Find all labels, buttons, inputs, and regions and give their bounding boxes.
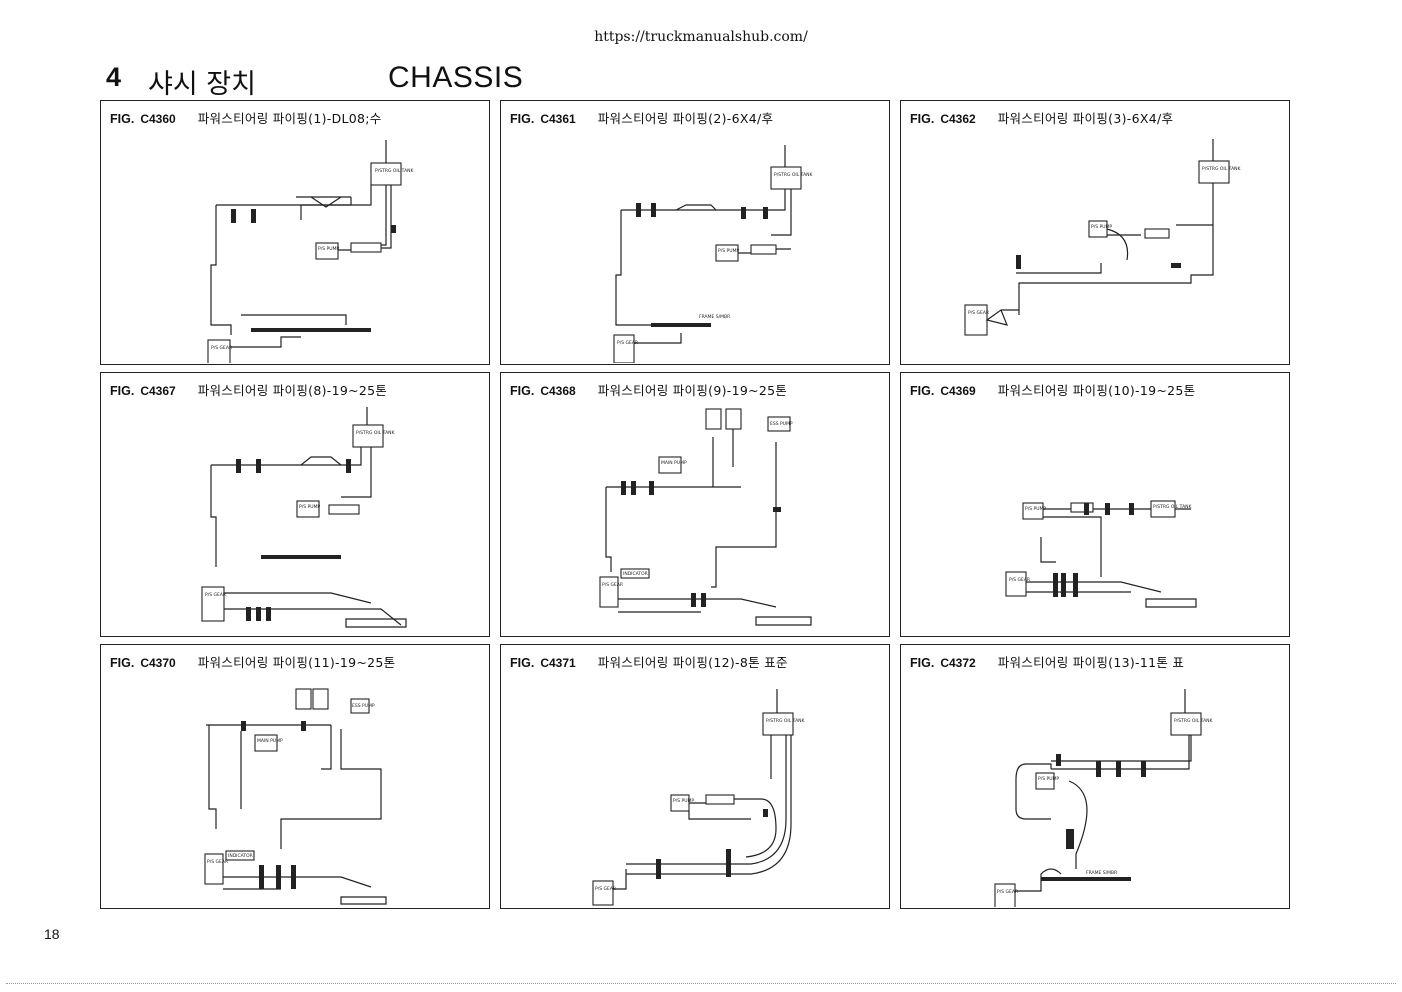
- figure-caption: FIG. C4368 파워스티어링 파이핑(9)-19~25톤: [510, 380, 883, 398]
- piping-diagram: P/STRG OIL TANK P/S PUMP FRAME S/MBR P/S…: [613, 145, 814, 363]
- piping-diagram: P/S PUMP P/STRG OIL TANK P/S GEAR: [1005, 500, 1197, 608]
- gear-label: P/S GEAR: [602, 582, 623, 588]
- figure-label: FIG.: [110, 384, 135, 398]
- oil-tank-label: P/STRG OIL TANK: [1202, 166, 1242, 172]
- oil-tank-label: P/STRG OIL TANK: [375, 168, 415, 174]
- piping-diagram: P/STRG OIL TANK P/S PUMP FRAME S/MBR P/S…: [994, 689, 1214, 907]
- figure-code: C4371: [540, 656, 576, 670]
- figure-panel-c4371: FIG. C4371 파워스티어링 파이핑(12)-8톤 표준 P/STRG OIL…: [500, 644, 890, 909]
- piping-diagram: P/STRG OIL TANK P/S PUMP P/S GEAR: [964, 139, 1242, 336]
- figure-label: FIG.: [510, 112, 535, 126]
- pump-label: P/S PUMP: [1025, 506, 1046, 512]
- piping-diagram: P/STRG OIL TANK P/S PUMP P/S GEAR: [207, 140, 415, 363]
- oil-tank-label: P/STRG OIL TANK: [356, 430, 396, 436]
- gear-label: P/S GEAR: [1009, 577, 1030, 583]
- figure-caption: FIG. C4371 파워스티어링 파이핑(12)-8톤 표준: [510, 652, 883, 670]
- page-number: 18: [44, 926, 60, 942]
- figure-code: C4367: [140, 384, 176, 398]
- main-pump-label: MAIN PUMP: [257, 738, 283, 744]
- figure-code: C4368: [540, 384, 576, 398]
- piping-diagram: ESS PUMP MAIN PUMP P/S GEAR INDICATOR: [599, 408, 812, 626]
- figure-label: FIG.: [910, 112, 935, 126]
- indicator-label: INDICATOR: [623, 571, 648, 577]
- figure-label: FIG.: [110, 112, 135, 126]
- figure-title: 파워스티어링 파이핑(8)-19~25톤: [197, 383, 388, 398]
- gear-label: P/S GEAR: [617, 340, 638, 346]
- ess-pump-label: ESS PUMP: [770, 421, 793, 427]
- gear-label: P/S GEAR: [968, 310, 989, 316]
- figure-caption: FIG. C4362 파워스티어링 파이핑(3)-6X4/후: [910, 108, 1283, 126]
- figure-label: FIG.: [510, 384, 535, 398]
- frame-label: FRAME S/MBR: [699, 314, 730, 320]
- figure-code: C4361: [540, 112, 576, 126]
- figure-title: 파워스티어링 파이핑(9)-19~25톤: [597, 383, 788, 398]
- figure-label: FIG.: [110, 656, 135, 670]
- figure-panel-c4369: FIG. C4369 파워스티어링 파이핑(10)-19~25톤 P/S PUMP …: [900, 372, 1290, 637]
- figure-caption: FIG. C4372 파워스티어링 파이핑(13)-11톤 표: [910, 652, 1283, 670]
- section-title-ko: 샤시 장치: [148, 69, 256, 100]
- figure-title: 파워스티어링 파이핑(10)-19~25톤: [997, 383, 1196, 398]
- pump-label: P/S PUMP: [299, 504, 320, 510]
- figure-label: FIG.: [910, 656, 935, 670]
- indicator-label: INDICATOR: [228, 853, 253, 859]
- figure-panel-c4367: FIG. C4367 파워스티어링 파이핑(8)-19~25톤 P/STRG OIL…: [100, 372, 490, 637]
- figure-caption: FIG. C4367 파워스티어링 파이핑(8)-19~25톤: [110, 380, 483, 398]
- piping-diagram: P/STRG OIL TANK P/S PUMP P/S GEAR: [592, 689, 806, 906]
- figure-caption: FIG. C4370 파워스티어링 파이핑(11)-19~25톤: [110, 652, 483, 670]
- figure-code: C4362: [940, 112, 976, 126]
- pump-label: P/S PUMP: [673, 798, 694, 804]
- main-pump-label: MAIN PUMP: [661, 460, 687, 466]
- gear-label: P/S GEAR: [997, 889, 1018, 895]
- gear-label: P/S GEAR: [207, 859, 228, 865]
- figure-caption: FIG. C4369 파워스티어링 파이핑(10)-19~25톤: [910, 380, 1283, 398]
- ess-pump-label: ESS PUMP: [352, 703, 375, 709]
- oil-tank-label: P/STRG OIL TANK: [774, 172, 814, 178]
- oil-tank-label: P/STRG OIL TANK: [1174, 718, 1214, 724]
- figure-panel-c4360: FIG. C4360 파워스티어링 파이핑(1)-DL08;수 P/STRG OIL…: [100, 100, 490, 365]
- figure-title: 파워스티어링 파이핑(13)-11톤 표: [997, 655, 1185, 670]
- pump-label: P/S PUMP: [718, 248, 739, 254]
- figure-code: C4372: [940, 656, 976, 670]
- figure-caption: FIG. C4361 파워스티어링 파이핑(2)-6X4/후: [510, 108, 883, 126]
- figure-panel-c4372: FIG. C4372 파워스티어링 파이핑(13)-11톤 표 P/STRG OIL…: [900, 644, 1290, 909]
- pump-label: P/S PUMP: [318, 246, 339, 252]
- figure-panel-c4362: FIG. C4362 파워스티어링 파이핑(3)-6X4/후 P/STRG OIL …: [900, 100, 1290, 365]
- gear-label: P/S GEAR: [211, 345, 232, 351]
- section-number: 4: [106, 62, 122, 92]
- figure-panel-c4368: FIG. C4368 파워스티어링 파이핑(9)-19~25톤 ESS PUMP M…: [500, 372, 890, 637]
- gear-label: P/S GEAR: [595, 886, 616, 892]
- frame-label: FRAME S/MBR: [1086, 870, 1117, 876]
- gear-label: P/S GEAR: [205, 592, 226, 598]
- figure-code: C4370: [140, 656, 176, 670]
- figure-title: 파워스티어링 파이핑(12)-8톤 표준: [597, 655, 788, 670]
- figure-panel-c4370: FIG. C4370 파워스티어링 파이핑(11)-19~25톤 ESS PUMP …: [100, 644, 490, 909]
- figure-title: 파워스티어링 파이핑(11)-19~25톤: [197, 655, 396, 670]
- oil-tank-label: P/STRG OIL TANK: [766, 718, 806, 724]
- piping-diagram: ESS PUMP MAIN PUMP P/S GEAR INDICATOR: [204, 688, 387, 905]
- section-title-en: CHASSIS: [388, 61, 524, 94]
- figure-label: FIG.: [510, 656, 535, 670]
- figure-title: 파워스티어링 파이핑(2)-6X4/후: [597, 111, 774, 126]
- figure-panel-c4361: FIG. C4361 파워스티어링 파이핑(2)-6X4/후 P/STRG OIL …: [500, 100, 890, 365]
- figure-title: 파워스티어링 파이핑(3)-6X4/후: [997, 111, 1174, 126]
- pump-label: P/S PUMP: [1038, 776, 1059, 782]
- pump-label: P/S PUMP: [1091, 224, 1112, 230]
- figure-code: C4369: [940, 384, 976, 398]
- figure-label: FIG.: [910, 384, 935, 398]
- source-url: https://truckmanualshub.com/: [594, 29, 808, 45]
- oil-tank-label: P/STRG OIL TANK: [1153, 504, 1193, 510]
- piping-diagram: P/STRG OIL TANK P/S PUMP P/S GEAR: [201, 407, 407, 628]
- bottom-rule: [6, 983, 1396, 984]
- figure-caption: FIG. C4360 파워스티어링 파이핑(1)-DL08;수: [110, 108, 483, 126]
- figure-code: C4360: [140, 112, 176, 126]
- figure-title: 파워스티어링 파이핑(1)-DL08;수: [197, 111, 382, 126]
